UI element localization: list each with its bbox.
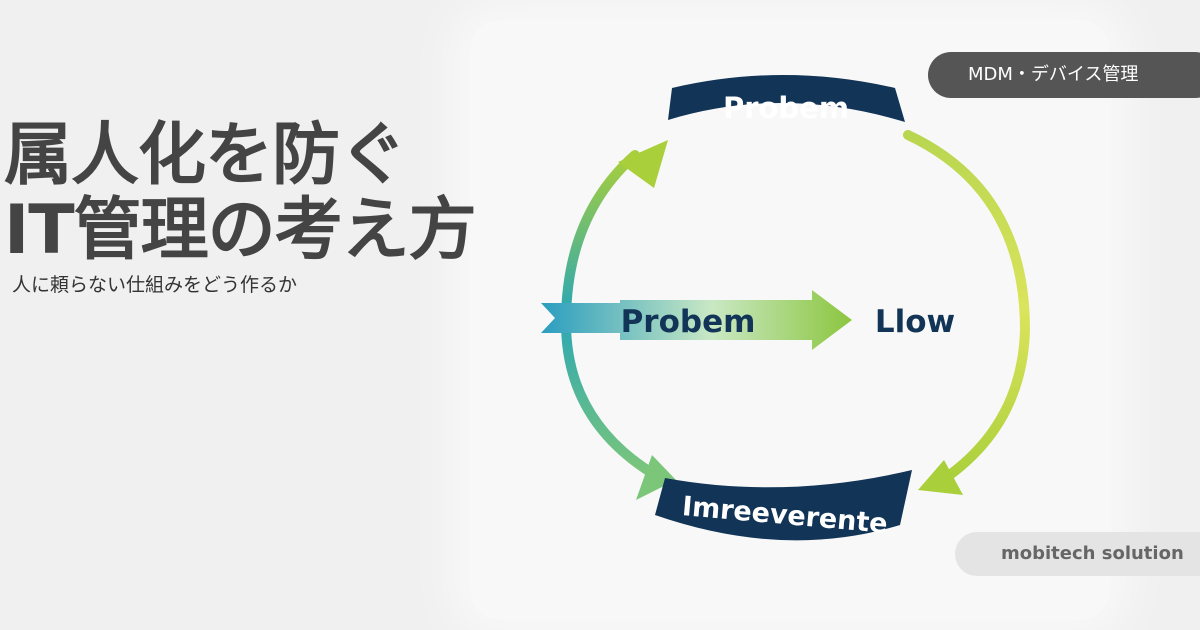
page-subtitle: 人に頼らない仕組みをどう作るか (12, 274, 298, 296)
title-line-1: 属人化を防ぐ (4, 116, 407, 195)
cycle-arc-right (903, 130, 1031, 490)
top-banner (668, 75, 905, 122)
arrowhead-down-left-icon (636, 455, 676, 500)
arrowhead-up-icon (618, 140, 668, 188)
page-title: 属人化を防ぐ IT管理の考え方 (4, 116, 477, 270)
bottom-banner (655, 470, 912, 541)
center-arrow-label: Probem (621, 304, 756, 340)
right-label: Llow (875, 304, 955, 340)
title-line-2: IT管理の考え方 (4, 191, 477, 270)
brand-badge: mobitech solution (955, 532, 1200, 576)
arrowhead-down-icon (918, 460, 963, 495)
top-banner-label: Probem (723, 91, 849, 125)
center-arrow (541, 290, 852, 350)
category-tag: MDM・デバイス管理 (928, 52, 1200, 98)
